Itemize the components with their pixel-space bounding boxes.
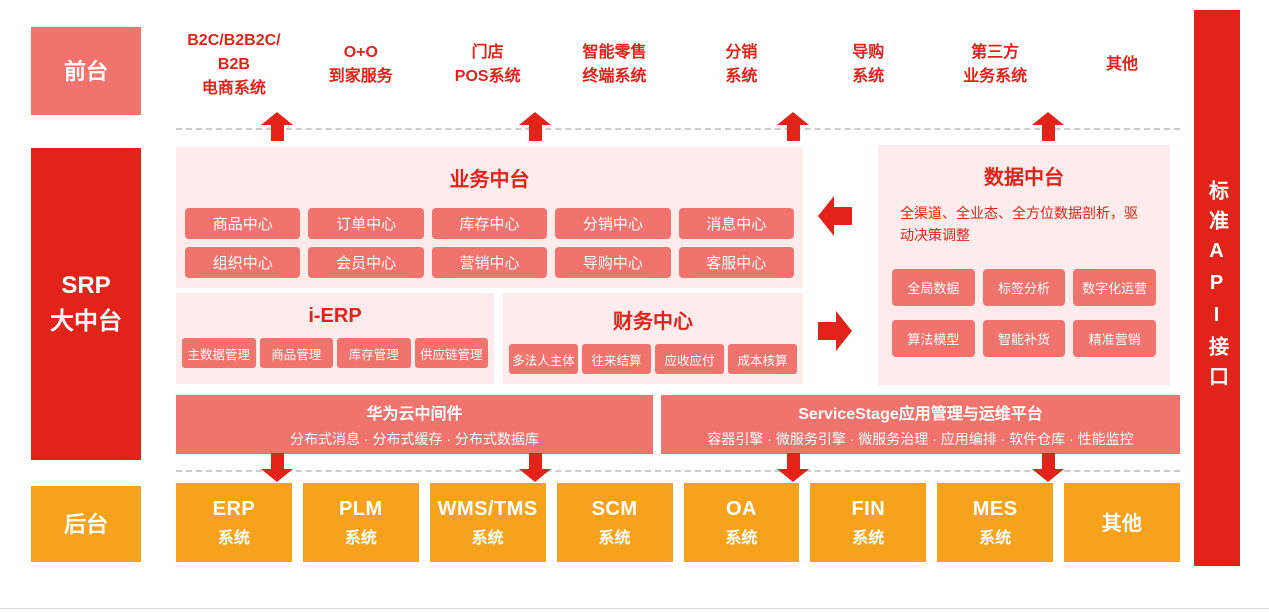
bottom-edge-line (0, 608, 1269, 609)
back-system-name: FIN (851, 497, 886, 520)
arrow-up-icon-2 (519, 112, 551, 141)
huawei-cloud-middleware-bar: 华为云中间件 分布式消息 · 分布式缓存 · 分布式数据库 (176, 395, 653, 454)
data-middle-platform-panel: 数据中台 全渠道、全业态、全方位数据剖析，驱动决策调整 全局数据 标签分析 数字… (878, 145, 1170, 385)
chip-organization-center: 组织中心 (185, 247, 301, 278)
standard-api-bar: 标准API接口 (1194, 10, 1240, 566)
chip-tag-analysis: 标签分析 (982, 268, 1066, 306)
back-system-name: SCM (591, 497, 638, 520)
chip-algorithm-model: 算法模型 (892, 319, 975, 357)
servicestage-platform-bar: ServiceStage应用管理与运维平台 容器引擎 · 微服务引擎 · 微服务… (661, 395, 1180, 454)
back-system-erp: ERP 系统 (176, 483, 292, 562)
chip-supply-chain-mgmt: 供应链管理 (414, 338, 488, 368)
back-system-scm: SCM 系统 (556, 483, 673, 562)
back-system-oa: OA 系统 (683, 483, 800, 562)
back-system-suffix: 系统 (598, 529, 631, 547)
back-system-mes: MES 系统 (937, 483, 1054, 562)
finance-center-chips: 多法人主体 往来结算 应收应付 成本核算 (503, 334, 803, 374)
layer-label-back: 后台 (31, 486, 141, 562)
front-system-ecommerce: B2C/B2B2C/ B2B 电商系统 (176, 14, 292, 115)
back-system-suffix: 系统 (217, 529, 250, 547)
back-system-suffix: 系统 (471, 529, 504, 547)
chip-inventory-center: 库存中心 (431, 208, 548, 239)
servicestage-items: 容器引擎 · 微服务引擎 · 微服务治理 · 应用编排 · 软件仓库 · 性能监… (707, 431, 1134, 447)
chip-receivable-payable: 应收应付 (655, 344, 724, 374)
back-system-plm: PLM 系统 (302, 483, 419, 562)
chip-product-center: 商品中心 (185, 208, 301, 239)
arrow-up-icon-4 (1032, 112, 1064, 141)
front-system-distribution: 分销 系统 (683, 14, 800, 115)
layer-label-srp-platform: SRP 大中台 (31, 148, 141, 460)
chip-marketing-center: 营销中心 (431, 247, 548, 278)
ierp-title: i-ERP (308, 305, 362, 327)
back-system-suffix: 系统 (979, 529, 1012, 547)
ierp-panel: i-ERP 主数据管理 商品管理 库存管理 供应链管理 (176, 293, 494, 384)
chip-cost-accounting: 成本核算 (728, 344, 797, 374)
back-system-name: OA (725, 497, 757, 520)
front-system-shopping-guide: 导购 系统 (810, 14, 927, 115)
chip-message-center: 消息中心 (678, 208, 794, 239)
chip-global-data: 全局数据 (892, 268, 975, 306)
finance-center-panel: 财务中心 多法人主体 往来结算 应收应付 成本核算 (503, 293, 803, 384)
front-system-third-party: 第三方 业务系统 (937, 14, 1054, 115)
chip-multi-legal-entity: 多法人主体 (509, 344, 578, 374)
chip-precision-marketing: 精准营销 (1073, 319, 1156, 357)
huawei-middleware-title: 华为云中间件 (366, 406, 463, 423)
back-systems-row: ERP 系统 PLM 系统 WMS/TMS 系统 SCM 系统 OA 系统 FI… (176, 483, 1180, 562)
chip-product-mgmt: 商品管理 (259, 338, 333, 368)
huawei-middleware-items: 分布式消息 · 分布式缓存 · 分布式数据库 (290, 431, 539, 447)
chip-smart-replenishment: 智能补货 (982, 319, 1066, 357)
chip-guide-center: 导购中心 (555, 247, 671, 278)
back-system-suffix: 系统 (852, 529, 885, 547)
chip-order-center: 订单中心 (308, 208, 424, 239)
layer-divider-top (176, 128, 1180, 130)
business-platform-chips: 商品中心 订单中心 库存中心 分销中心 消息中心 组织中心 会员中心 营销中心 … (176, 192, 803, 278)
front-system-smart-retail-terminal: 智能零售 终端系统 (556, 14, 673, 115)
chip-inventory-mgmt: 库存管理 (337, 338, 411, 368)
front-system-store-pos: 门店 POS系统 (429, 14, 546, 115)
arrow-up-icon-3 (777, 112, 809, 141)
business-platform-title: 业务中台 (449, 169, 530, 191)
back-system-name: ERP (212, 497, 256, 520)
chip-settlement: 往来结算 (582, 344, 651, 374)
arrow-down-icon-2 (519, 453, 551, 482)
back-system-name: MES (972, 497, 1018, 520)
servicestage-title: ServiceStage应用管理与运维平台 (798, 406, 1043, 423)
back-system-suffix: 系统 (344, 529, 377, 547)
finance-center-title: 财务中心 (613, 311, 693, 333)
front-systems-row: B2C/B2B2C/ B2B 电商系统 O+O 到家服务 门店 POS系统 智能… (176, 14, 1180, 115)
data-platform-title: 数据中台 (984, 167, 1064, 189)
ierp-chips: 主数据管理 商品管理 库存管理 供应链管理 (176, 328, 494, 368)
layer-label-front: 前台 (31, 27, 141, 115)
back-system-suffix: 系统 (725, 529, 758, 547)
layer-divider-bottom (176, 470, 1180, 472)
chip-distribution-center: 分销中心 (555, 208, 671, 239)
arrow-right-icon (818, 311, 852, 351)
arrow-down-icon-3 (777, 453, 809, 482)
back-system-name: PLM (338, 497, 383, 520)
back-system-fin: FIN 系统 (810, 483, 927, 562)
arrow-up-icon-1 (261, 112, 293, 141)
chip-master-data-mgmt: 主数据管理 (182, 338, 256, 368)
front-system-o2o-home: O+O 到家服务 (302, 14, 419, 115)
front-system-other: 其他 (1064, 14, 1180, 115)
back-system-name: 其他 (1101, 512, 1143, 535)
back-system-wms-tms: WMS/TMS 系统 (429, 483, 546, 562)
data-platform-chips: 全局数据 标签分析 数字化运营 算法模型 智能补货 精准营销 (878, 247, 1170, 357)
back-system-name: WMS/TMS (437, 497, 538, 520)
business-middle-platform-panel: 业务中台 商品中心 订单中心 库存中心 分销中心 消息中心 组织中心 会员中心 … (176, 147, 803, 288)
arrow-left-icon (818, 196, 852, 236)
arrow-down-icon-1 (261, 453, 293, 482)
data-platform-description: 全渠道、全业态、全方位数据剖析，驱动决策调整 (900, 205, 1138, 244)
back-system-other: 其他 (1064, 483, 1180, 562)
chip-member-center: 会员中心 (308, 247, 424, 278)
arrow-down-icon-4 (1032, 453, 1064, 482)
chip-customer-service-center: 客服中心 (678, 247, 794, 278)
chip-digital-operation: 数字化运营 (1073, 268, 1156, 306)
